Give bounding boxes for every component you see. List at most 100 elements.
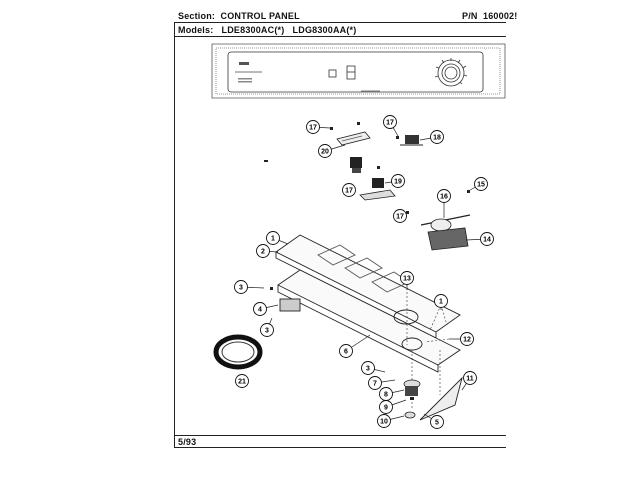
callout-circle xyxy=(266,231,280,245)
callout-14: 14 xyxy=(465,232,494,246)
callout-1: 1 xyxy=(434,294,448,310)
callout-17: 17 xyxy=(393,209,409,223)
callout-circle xyxy=(437,189,451,203)
callout-circle xyxy=(260,323,274,337)
callout-circle xyxy=(379,400,393,414)
dial-tick-marks xyxy=(434,58,468,85)
callout-circle xyxy=(361,361,375,375)
callout-number: 3 xyxy=(239,285,243,292)
callout-21: 21 xyxy=(235,374,249,388)
footer-rule xyxy=(174,435,506,436)
callout-17: 17 xyxy=(306,120,331,134)
callout-9: 9 xyxy=(379,399,407,414)
callout-circle xyxy=(383,115,397,129)
callout-circle xyxy=(391,174,405,188)
callout-number: 6 xyxy=(344,349,348,356)
callout-number: 16 xyxy=(440,194,448,201)
knob-assembly xyxy=(403,379,421,419)
callout-1: 1 xyxy=(266,231,289,245)
footer-date: 5/93 xyxy=(178,437,197,447)
callout-number: 7 xyxy=(373,381,377,388)
callout-circle xyxy=(235,374,249,388)
callout-number: 1 xyxy=(271,236,275,243)
callout-3: 3 xyxy=(260,317,274,337)
callout-20: 20 xyxy=(318,144,346,158)
console-frame xyxy=(275,234,463,421)
callout-13: 13 xyxy=(400,271,414,290)
callout-circle xyxy=(377,414,391,428)
callout-7: 7 xyxy=(368,376,396,390)
callout-number: 12 xyxy=(463,337,471,344)
push-switch xyxy=(350,157,362,173)
callout-17: 17 xyxy=(383,115,399,137)
callout-circle xyxy=(234,280,248,294)
callout-number: 9 xyxy=(384,405,388,412)
callout-circle xyxy=(460,332,474,346)
callout-circle xyxy=(368,376,382,390)
callout-3: 3 xyxy=(234,280,265,294)
callout-number: 20 xyxy=(321,149,329,156)
model-1: LDE8300AC(*) xyxy=(221,25,285,35)
callout-18: 18 xyxy=(419,130,444,144)
callout-number: 3 xyxy=(265,328,269,335)
header-rule xyxy=(174,22,506,23)
callout-16: 16 xyxy=(437,189,451,218)
callout-circle xyxy=(393,209,407,223)
callout-number: 8 xyxy=(384,392,388,399)
callout-circle xyxy=(474,177,488,191)
callout-number: 11 xyxy=(466,376,474,383)
callout-number: 19 xyxy=(394,179,402,186)
callout-circle xyxy=(430,130,444,144)
pn-label: P/N xyxy=(462,11,478,21)
callout-3: 3 xyxy=(361,361,386,375)
models-row: Models: LDE8300AC(*) LDG8300AA(*) xyxy=(178,25,356,35)
callout-10: 10 xyxy=(377,414,405,428)
models-rule xyxy=(174,36,506,37)
screws xyxy=(264,122,470,290)
callout-number: 17 xyxy=(345,188,353,195)
callout-number: 17 xyxy=(309,125,317,132)
callout-number: 10 xyxy=(380,419,388,426)
relay-switch xyxy=(400,135,423,146)
callout-number: 3 xyxy=(366,366,370,373)
callout-15: 15 xyxy=(469,177,488,191)
timer xyxy=(420,214,471,251)
models-label: Models: xyxy=(178,25,214,35)
part-number: P/N 160002! xyxy=(462,11,517,21)
callout-circle xyxy=(463,371,477,385)
callout-12: 12 xyxy=(449,332,474,346)
callout-number: 15 xyxy=(477,182,485,189)
callout-number: 14 xyxy=(483,237,491,244)
callout-6: 6 xyxy=(339,334,371,358)
callout-circle xyxy=(400,271,414,285)
control-panel-console xyxy=(211,43,506,99)
selector-switch-plate xyxy=(336,131,371,146)
callout-2: 2 xyxy=(256,244,279,258)
callout-number: 4 xyxy=(258,307,262,314)
footer-bottom-rule xyxy=(174,447,506,448)
callout-circle xyxy=(306,120,320,134)
callout-11: 11 xyxy=(461,371,477,391)
callout-circle xyxy=(318,144,332,158)
callout-number: 1 xyxy=(439,299,443,306)
callout-number: 13 xyxy=(403,276,411,283)
callout-5: 5 xyxy=(423,413,444,429)
callout-circle xyxy=(430,415,444,429)
section-label: Section: CONTROL PANEL xyxy=(178,11,300,21)
callout-4: 4 xyxy=(253,302,279,316)
callout-19: 19 xyxy=(384,174,405,188)
callout-17: 17 xyxy=(342,183,356,197)
section-label-text: Section: xyxy=(178,11,216,21)
callout-8: 8 xyxy=(379,387,405,401)
wire-harness xyxy=(213,334,263,370)
callout-circle xyxy=(434,294,448,308)
callout-circle xyxy=(339,344,353,358)
callout-circle xyxy=(253,302,267,316)
callout-circle xyxy=(342,183,356,197)
callout-number: 18 xyxy=(433,135,441,142)
temperature-switch xyxy=(359,178,396,201)
model-2: LDG8300AA(*) xyxy=(292,25,357,35)
callout-number: 2 xyxy=(261,249,265,256)
